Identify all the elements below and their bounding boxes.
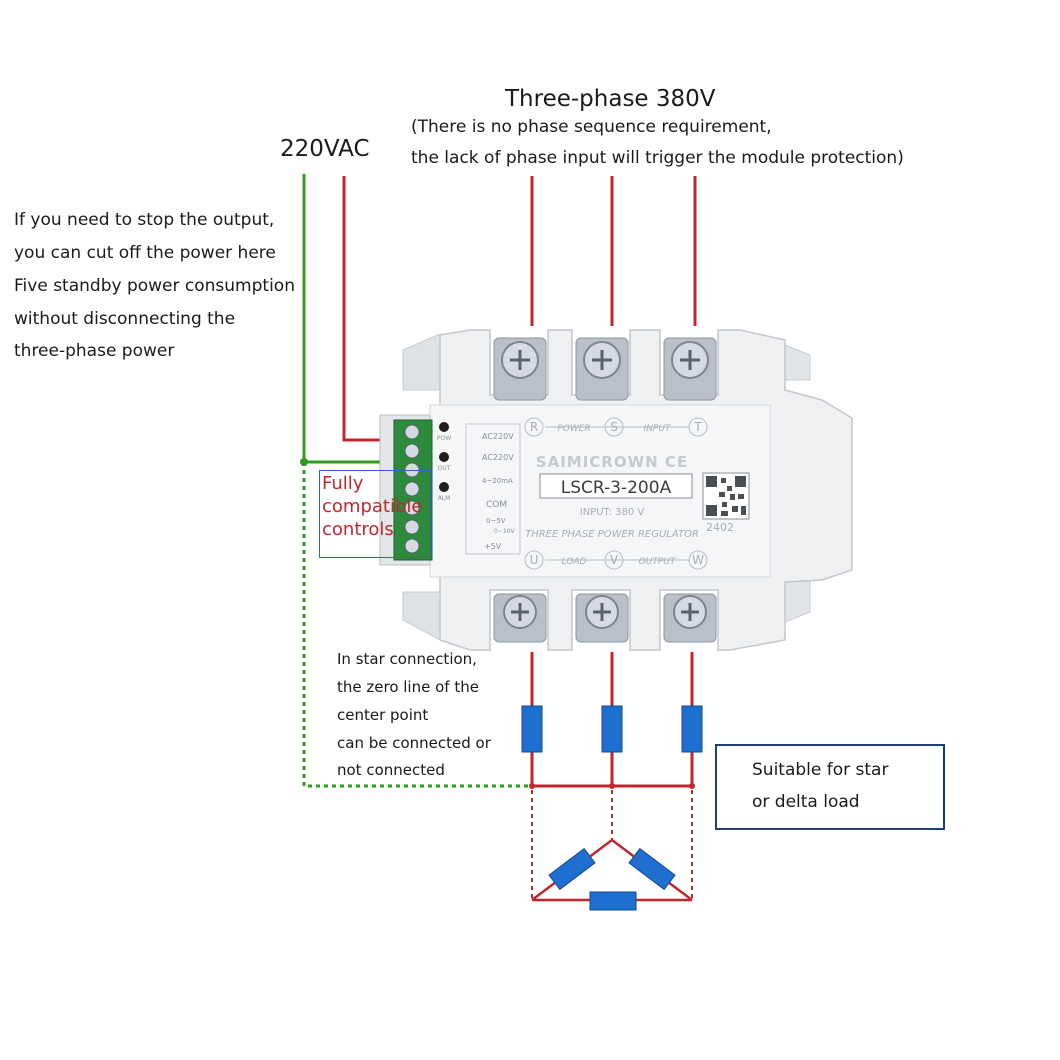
resistor-icon bbox=[601, 705, 623, 753]
control-label-0-10v: 0~10V bbox=[494, 528, 515, 535]
terminal-label-r: R bbox=[530, 420, 538, 434]
model-box bbox=[539, 473, 693, 499]
control-label-5v: +5V bbox=[484, 542, 502, 551]
module-ear-right-top bbox=[784, 344, 811, 381]
control-label-ac220-b: AC220V bbox=[482, 453, 514, 462]
indicator-led-icon bbox=[439, 452, 449, 462]
stop-note-line-4: without disconnecting the bbox=[14, 309, 236, 329]
terminal-label-t: T bbox=[693, 420, 702, 434]
load-label: LOAD bbox=[562, 557, 587, 567]
star-note-line-1: In star connection, bbox=[337, 650, 477, 668]
module-ear-right-bottom bbox=[784, 579, 811, 623]
control-label-frame bbox=[465, 423, 521, 555]
output-terminal-v bbox=[575, 593, 629, 643]
controls-note-box bbox=[319, 470, 431, 558]
input-terminal-r bbox=[493, 337, 547, 401]
indicator-led-icon bbox=[439, 482, 449, 492]
phillips-screw-icon bbox=[404, 443, 420, 459]
controls-note-line-3: controls bbox=[322, 518, 394, 540]
phase-note-line-1: (There is no phase sequence requirement, bbox=[411, 117, 772, 137]
control-label-ac220-a: AC220V bbox=[482, 432, 514, 441]
star-note-line-5: not connected bbox=[337, 761, 445, 779]
star-junction bbox=[609, 783, 615, 789]
load-note-line-2: or delta load bbox=[752, 792, 860, 812]
output-terminal-w bbox=[663, 593, 717, 643]
resistor-icon bbox=[681, 705, 703, 753]
output-label: OUTPUT bbox=[639, 557, 677, 567]
stop-note-line-3: Five standby power consumption bbox=[14, 276, 295, 296]
phillips-screw-icon bbox=[404, 424, 420, 440]
phillips-screw-icon bbox=[404, 500, 420, 516]
terminal-label-w: W bbox=[692, 553, 704, 567]
neutral-wire-dotted bbox=[302, 462, 528, 788]
stop-note-line-1: If you need to stop the output, bbox=[14, 210, 275, 230]
three-phase-title: Three-phase 380V bbox=[505, 86, 716, 112]
output-terminal-u bbox=[493, 593, 547, 643]
resistor-icon bbox=[628, 847, 676, 891]
phillips-screw-icon bbox=[404, 538, 420, 554]
power-label: POWER bbox=[557, 424, 590, 434]
control-label-4-20ma: 4~20mA bbox=[482, 477, 513, 485]
module-input: INPUT: 380 V bbox=[580, 507, 645, 518]
phase-note-line-2: the lack of phase input will trigger the… bbox=[411, 148, 904, 168]
module-side-shadow-bottom bbox=[402, 591, 441, 641]
input-terminal-s bbox=[575, 337, 629, 401]
indicator-label-pow: POW bbox=[437, 435, 451, 442]
load-note-line-1: Suitable for star bbox=[752, 760, 889, 780]
indicator-label-out: OUT bbox=[438, 465, 451, 472]
module-description: THREE PHASE POWER REGULATOR bbox=[525, 529, 699, 540]
resistor-icon bbox=[548, 847, 596, 891]
control-label-0-5v: 0~5V bbox=[486, 517, 506, 525]
qr-code-icon bbox=[702, 472, 750, 520]
input-terminal-t bbox=[663, 337, 717, 401]
qr-code-number: 2402 bbox=[706, 521, 734, 534]
phillips-screw-icon bbox=[404, 481, 420, 497]
indicator-led-icon bbox=[439, 422, 449, 432]
control-wire-red bbox=[342, 176, 400, 442]
controls-note: Fully compatible controls bbox=[322, 473, 422, 542]
module-model: LSCR-3-200A bbox=[561, 478, 672, 498]
phillips-screw-icon bbox=[404, 519, 420, 535]
star-junction bbox=[689, 783, 695, 789]
stop-note-line-2: you can cut off the power here bbox=[14, 243, 276, 263]
load-note-box bbox=[715, 744, 945, 830]
controls-note-line-2: compatible bbox=[322, 495, 423, 517]
control-label-com: COM bbox=[486, 500, 507, 510]
module-side-shadow bbox=[402, 333, 441, 391]
star-note-line-3: center point bbox=[337, 706, 429, 724]
indicator-label-alm: ALM bbox=[438, 495, 451, 502]
resistor-icon bbox=[589, 891, 637, 911]
star-note-line-2: the zero line of the bbox=[337, 678, 479, 696]
stop-note-line-5: three-phase power bbox=[14, 341, 175, 361]
star-note-line-4: can be connected or bbox=[337, 734, 491, 752]
resistor-icon bbox=[521, 705, 543, 753]
terminal-ring-r bbox=[524, 417, 544, 437]
terminal-label-v: V bbox=[610, 553, 619, 567]
terminal-label-u: U bbox=[530, 553, 539, 567]
terminal-ring-u bbox=[524, 550, 544, 570]
input-label: INPUT bbox=[644, 424, 672, 434]
terminal-label-s: S bbox=[610, 420, 618, 434]
module-brand: SAIMICROWN CE bbox=[536, 453, 688, 471]
star-junction bbox=[529, 783, 535, 789]
vac-title: 220VAC bbox=[280, 136, 370, 162]
controls-note-line-1: Fully bbox=[322, 473, 364, 494]
